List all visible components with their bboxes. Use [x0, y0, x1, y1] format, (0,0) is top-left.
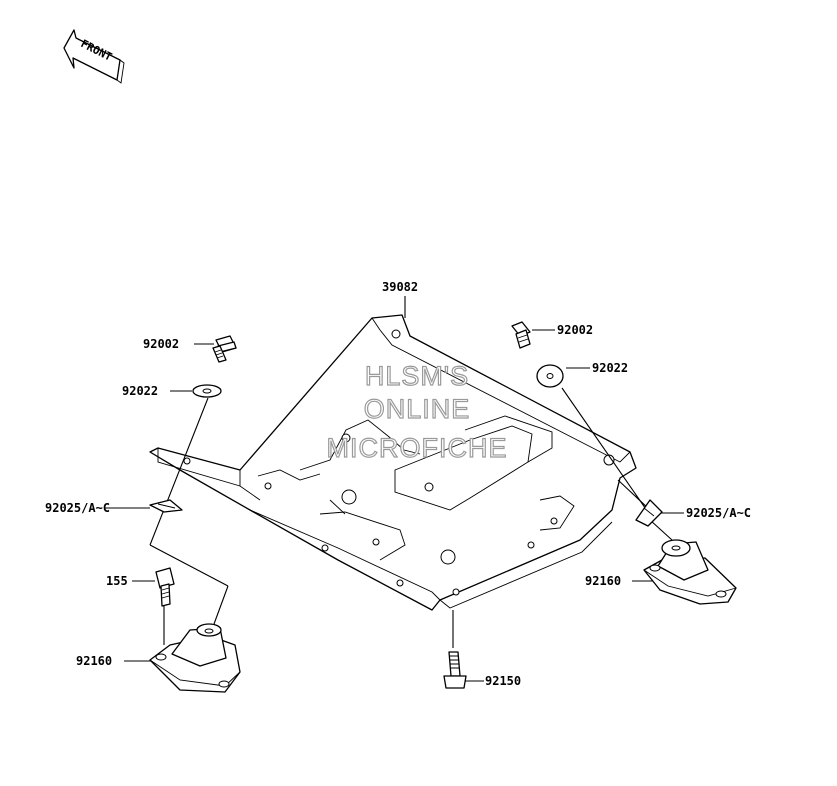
watermark: HLSM'S ONLINE MICROFICHE — [326, 360, 508, 463]
label-92160-right: 92160 — [585, 574, 621, 588]
clip-92025-left — [149, 499, 183, 513]
label-92150: 92150 — [485, 674, 521, 688]
frame-plate — [149, 314, 637, 611]
label-92160-left: 92160 — [76, 654, 112, 668]
watermark-line1: HLSM'S — [365, 361, 469, 391]
label-92022-left: 92022 — [122, 384, 158, 398]
bolt-92002-right — [511, 321, 531, 349]
clip-92025-right — [635, 499, 663, 527]
label-92002-right: 92002 — [557, 323, 593, 337]
leader-lines — [105, 296, 684, 682]
damper-92160-right — [643, 539, 737, 605]
part-labels: 39082 92002 92022 92025/A~C 155 92160 92… — [45, 280, 751, 688]
damper-92160-left — [149, 623, 241, 693]
watermark-line3: MICROFICHE — [327, 433, 508, 463]
bolt-92150 — [443, 651, 467, 689]
front-marker: FRONT — [63, 29, 125, 84]
washer-92022-right — [536, 364, 564, 388]
bolt-155 — [155, 567, 175, 607]
label-92025-right: 92025/A~C — [686, 506, 751, 520]
washer-92022-left — [192, 384, 222, 398]
watermark-line2: ONLINE — [364, 394, 471, 424]
label-92002-left: 92002 — [143, 337, 179, 351]
label-39082: 39082 — [382, 280, 418, 294]
label-92022-right: 92022 — [592, 361, 628, 375]
label-155: 155 — [106, 574, 128, 588]
label-92025-left: 92025/A~C — [45, 501, 110, 515]
bolt-92002-left — [212, 335, 237, 363]
